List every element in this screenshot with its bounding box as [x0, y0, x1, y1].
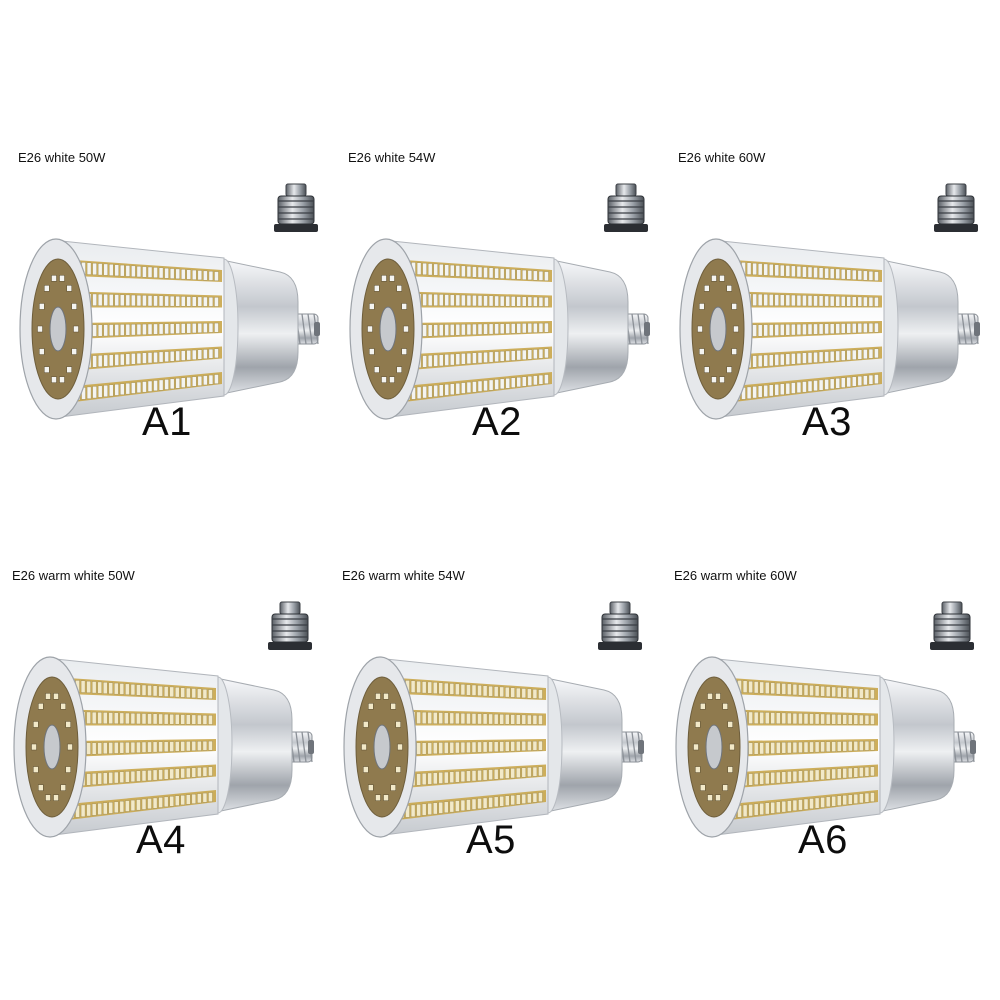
product-code: A2 [472, 400, 522, 444]
led-strip [730, 739, 878, 757]
corn-bulb-image [343, 601, 644, 838]
bulb-front-cap [343, 656, 417, 838]
led-strip [68, 790, 216, 820]
led-strip [404, 260, 552, 282]
corn-bulb-image [349, 183, 650, 420]
product-a4: E26 warm white 50W A4 [6, 568, 336, 988]
bulb-front-cap [19, 238, 93, 420]
bulb-front-cap [679, 238, 753, 420]
led-strip [74, 372, 222, 402]
corn-bulb-image [675, 601, 976, 838]
product-code: A5 [466, 818, 516, 862]
socket-adapter [934, 183, 978, 232]
led-strip [74, 321, 222, 339]
socket-adapter [604, 183, 648, 232]
socket-adapter [598, 601, 642, 650]
product-a2: E26 white 54W A2 [342, 150, 672, 570]
led-strip [730, 790, 878, 820]
screw-base [293, 313, 320, 345]
led-strip [74, 291, 222, 308]
led-strip [74, 346, 222, 371]
corn-bulb-image [679, 183, 980, 420]
product-caption: E26 white 60W [678, 150, 766, 165]
led-strip [68, 739, 216, 757]
bulb-drawing [675, 601, 976, 838]
product-a1: E26 white 50W A1 [12, 150, 342, 570]
socket-adapter [274, 183, 318, 232]
product-caption: E26 white 54W [348, 150, 436, 165]
bulb-drawing [19, 183, 320, 420]
product-caption: E26 warm white 50W [12, 568, 135, 583]
product-caption: E26 white 50W [18, 150, 106, 165]
bulb-drawing [679, 183, 980, 420]
screw-base [953, 313, 980, 345]
corn-bulb-image [19, 183, 320, 420]
product-a5: E26 warm white 54W A5 [336, 568, 666, 988]
led-strip [68, 709, 216, 726]
bulb-drawing [349, 183, 650, 420]
socket-adapter [268, 601, 312, 650]
product-code: A1 [142, 400, 192, 444]
product-code: A6 [798, 818, 848, 862]
product-a6: E26 warm white 60W A6 [668, 568, 998, 988]
screw-base [623, 313, 650, 345]
led-strip [730, 709, 878, 726]
bulb-front-cap [675, 656, 749, 838]
corn-bulb-image [13, 601, 314, 838]
product-code: A4 [136, 818, 186, 862]
led-strip [734, 260, 882, 282]
screw-base [949, 731, 976, 763]
bulb-front-cap [349, 238, 423, 420]
bulb-drawing [343, 601, 644, 838]
product-caption: E26 warm white 60W [674, 568, 797, 583]
screw-base [287, 731, 314, 763]
socket-adapter [930, 601, 974, 650]
product-a3: E26 white 60W A3 [672, 150, 1000, 570]
bulb-cover [711, 239, 885, 419]
screw-base [617, 731, 644, 763]
led-strip [398, 678, 546, 700]
bulb-front-cap [13, 656, 87, 838]
bulb-cover [45, 657, 219, 837]
product-caption: E26 warm white 54W [342, 568, 465, 583]
bulb-cover [51, 239, 225, 419]
product-code: A3 [802, 400, 852, 444]
bulb-drawing [13, 601, 314, 838]
led-strip [404, 346, 552, 371]
